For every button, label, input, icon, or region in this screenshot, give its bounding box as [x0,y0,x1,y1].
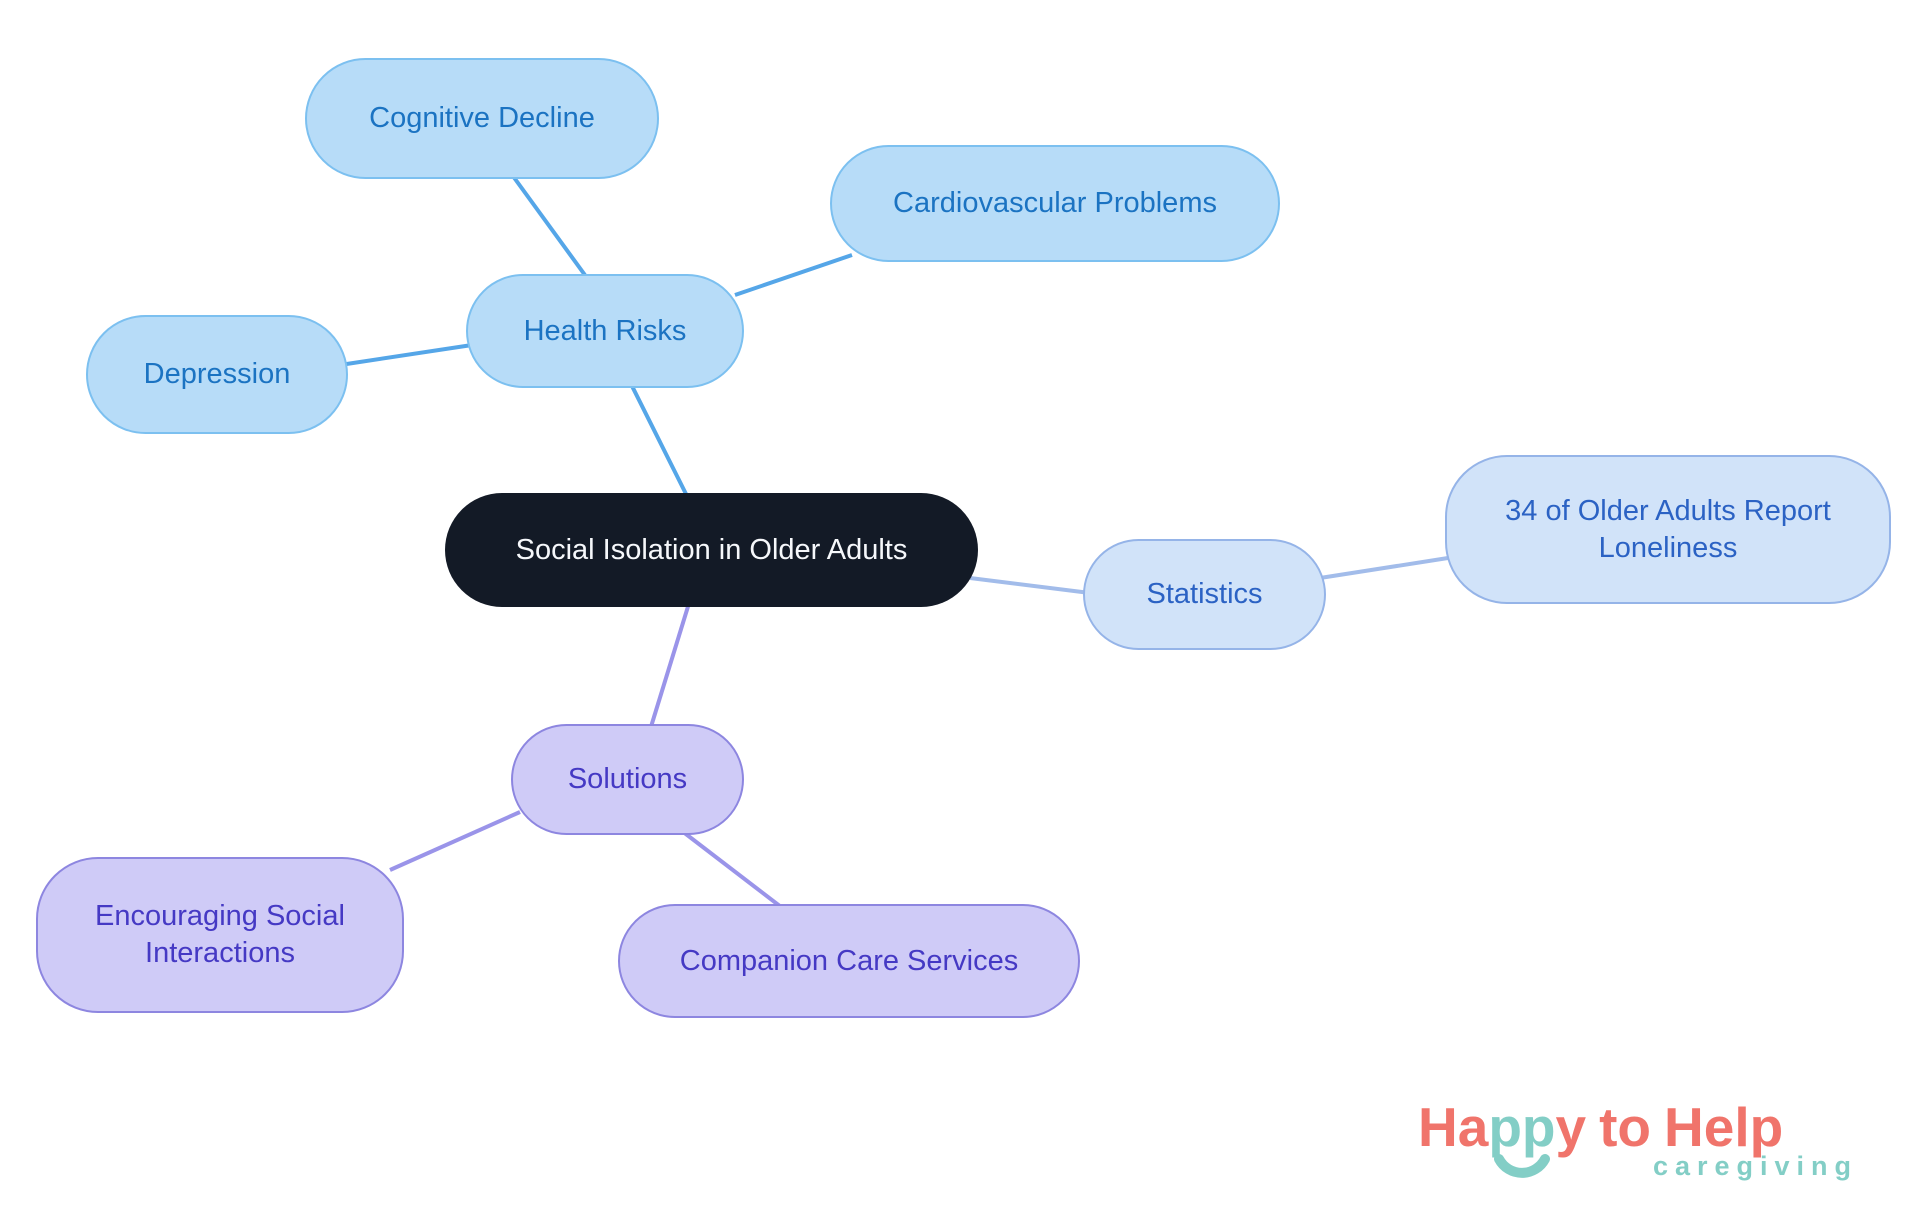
edge-solutions-companion [676,826,787,912]
node-solutions[interactable]: Solutions [511,724,744,835]
logo-text-pp: pp [1488,1098,1556,1178]
edge-cardiovascular-health-risks [734,253,853,297]
node-companion-care-label: Companion Care Services [679,944,1019,977]
node-health-risks[interactable]: Health Risks [466,274,744,388]
edge-central-solutions [648,599,692,731]
smile-icon [1494,1154,1551,1178]
node-encouraging-social-label: Encouraging Social Interactions [95,900,345,969]
node-central-topic-label: Social Isolation in Older Adults [515,533,908,566]
node-loneliness-stat[interactable]: 34 of Older Adults Report Loneliness [1445,455,1891,604]
edge-central-statistics [969,576,1091,595]
node-companion-care[interactable]: Companion Care Services [618,904,1080,1018]
node-statistics-label: Statistics [1146,578,1263,610]
edge-health-risks-central [626,377,692,503]
logo-text-help: Help [1664,1096,1784,1158]
logo-tagline: caregiving [1652,1151,1858,1181]
node-depression[interactable]: Depression [86,315,348,434]
logo-text-ha: Ha [1418,1096,1489,1158]
logo-text-y: y [1555,1096,1587,1158]
logo-text-to: to [1599,1096,1652,1158]
edge-depression-health-risks [339,343,473,367]
edge-statistics-loneliness [1319,556,1449,580]
node-central-topic[interactable]: Social Isolation in Older Adults [445,493,978,607]
node-health-risks-label: Health Risks [523,314,687,347]
node-cognitive-decline-label: Cognitive Decline [369,102,595,134]
edge-cognitive-decline-health-risks [508,170,592,284]
node-depression-label: Depression [143,358,291,390]
node-statistics[interactable]: Statistics [1083,539,1326,650]
node-loneliness-stat-label: 34 of Older Adults Report Loneliness [1505,494,1831,564]
node-encouraging-social[interactable]: Encouraging Social Interactions [36,857,404,1013]
node-cognitive-decline[interactable]: Cognitive Decline [305,58,659,179]
node-cardiovascular-problems[interactable]: Cardiovascular Problems [830,145,1280,262]
edge-solutions-encouraging [389,810,521,872]
node-cardiovascular-problems-label: Cardiovascular Problems [893,187,1217,219]
node-solutions-label: Solutions [567,763,688,795]
